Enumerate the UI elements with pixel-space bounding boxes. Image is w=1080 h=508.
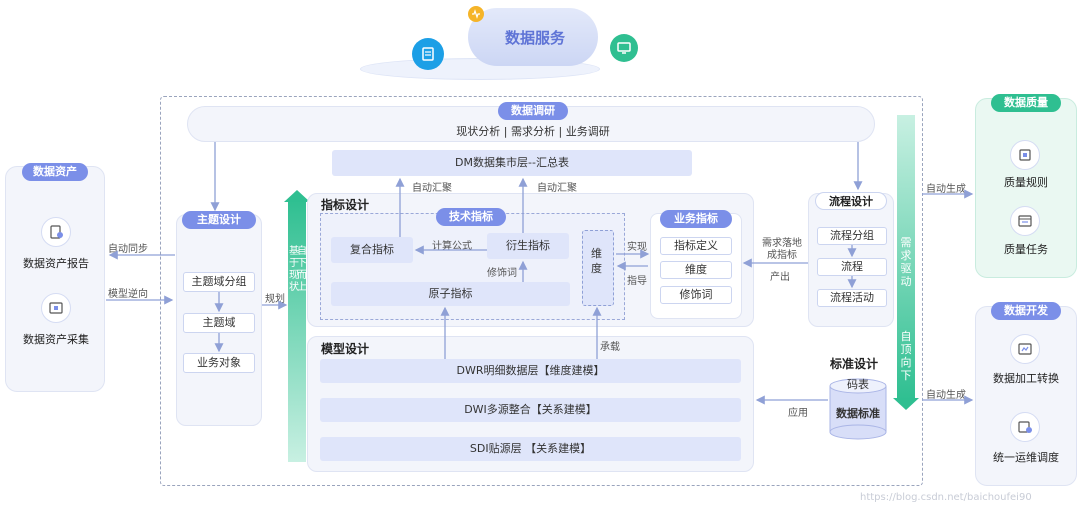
- bottom-up-left-text: 基于现状: [289, 246, 299, 293]
- quality-rule-label: 质量规则: [1004, 176, 1048, 189]
- biz-modifier: 修饰词: [660, 286, 732, 304]
- transform-label: 数据加工转换: [993, 372, 1059, 385]
- asset-panel-title: 数据资产: [22, 163, 88, 181]
- indicator-title: 指标设计: [321, 198, 370, 212]
- data-standard-label: 数据标准: [836, 407, 880, 420]
- collect-icon: [41, 293, 71, 323]
- quality-rule-icon: [1010, 140, 1040, 170]
- research-title: 数据调研: [498, 102, 568, 120]
- quality-task-icon: [1010, 206, 1040, 236]
- top-down-bottom-text: 自顶向下: [900, 330, 912, 382]
- model-title: 模型设计: [321, 342, 370, 356]
- pulse-icon: [468, 6, 484, 22]
- standard-cylinder: [829, 378, 887, 440]
- code-table-label: 码表: [847, 378, 869, 391]
- subject-domain: 主题域: [183, 313, 255, 333]
- biz-indicator-title: 业务指标: [660, 210, 732, 228]
- asset-collect-label: 数据资产采集: [23, 333, 89, 346]
- dimension-box: [582, 230, 614, 306]
- plan-label: 规划: [265, 294, 285, 305]
- carry-label: 承载: [600, 342, 620, 353]
- auto-gather-label-1: 自动汇聚: [412, 183, 452, 194]
- subject-title: 主题设计: [182, 211, 256, 229]
- process-title: 流程设计: [815, 192, 887, 210]
- guide-label: 指导: [627, 276, 647, 287]
- cloud-shape: [468, 8, 598, 66]
- apply-label: 应用: [788, 408, 808, 419]
- asset-report-label: 数据资产报告: [23, 257, 89, 270]
- top-down-bar-head: [893, 398, 919, 410]
- quality-title: 数据质量: [991, 94, 1061, 112]
- service-cloud-area: 数据服务: [360, 0, 690, 82]
- report-icon: [41, 217, 71, 247]
- top-down-top-text: 需求驱动: [900, 236, 912, 288]
- biz-dimension: 维度: [660, 261, 732, 279]
- dwr-layer: DWR明细数据层【维度建模】: [320, 359, 741, 383]
- biz-definition: 指标定义: [660, 237, 732, 255]
- watermark: https://blog.csdn.net/baichoufei90: [860, 492, 1032, 503]
- quality-panel: [975, 98, 1077, 278]
- bottom-up-right-text: 自下而上: [297, 246, 307, 293]
- document-icon: [412, 38, 444, 70]
- auto-sync-label: 自动同步: [108, 244, 148, 255]
- auto-gather-label-2: 自动汇聚: [537, 183, 577, 194]
- top-down-bar: [897, 115, 915, 400]
- tech-indicator-title: 技术指标: [436, 208, 506, 226]
- output-label: 产出: [770, 272, 790, 283]
- schedule-label: 统一运维调度: [993, 451, 1059, 464]
- bottom-up-bar: [288, 200, 306, 462]
- dm-summary-bar: DM数据集市层--汇总表: [332, 150, 692, 176]
- model-reverse-label: 模型逆向: [108, 289, 148, 300]
- monitor-icon: [610, 34, 638, 62]
- quality-task-label: 质量任务: [1004, 243, 1048, 256]
- research-items: 现状分析 | 需求分析 | 业务调研: [456, 125, 610, 138]
- composite-indicator: 复合指标: [331, 237, 413, 263]
- process-activity: 流程活动: [817, 289, 887, 307]
- asset-panel: 数据资产 数据资产报告 数据资产采集: [5, 163, 105, 392]
- dimension-label: 维度: [591, 247, 602, 275]
- service-title: 数据服务: [504, 29, 565, 47]
- modifier-label: 修饰词: [487, 268, 517, 279]
- process-flow: 流程: [817, 258, 887, 276]
- process-group: 流程分组: [817, 227, 887, 245]
- derived-indicator: 衍生指标: [487, 233, 569, 259]
- main-frame: [160, 96, 923, 486]
- dev-title: 数据开发: [991, 302, 1061, 320]
- requirement-label: 需求落地成指标: [762, 238, 802, 261]
- bottom-up-bar-head: [284, 190, 310, 202]
- realize-label: 实现: [627, 242, 647, 253]
- auto-gen-label-2: 自动生成: [926, 390, 966, 401]
- subject-group: 主题域分组: [183, 272, 255, 292]
- atomic-indicator: 原子指标: [331, 282, 570, 306]
- schedule-icon: [1010, 412, 1040, 442]
- subject-object: 业务对象: [183, 353, 255, 373]
- sdi-layer: SDI贴源层 【关系建模】: [320, 437, 741, 461]
- formula-label: 计算公式: [432, 241, 472, 252]
- transform-icon: [1010, 334, 1040, 364]
- standard-title: 标准设计: [830, 357, 879, 371]
- auto-gen-label-1: 自动生成: [926, 184, 966, 195]
- dwi-layer: DWI多源整合【关系建模】: [320, 398, 741, 422]
